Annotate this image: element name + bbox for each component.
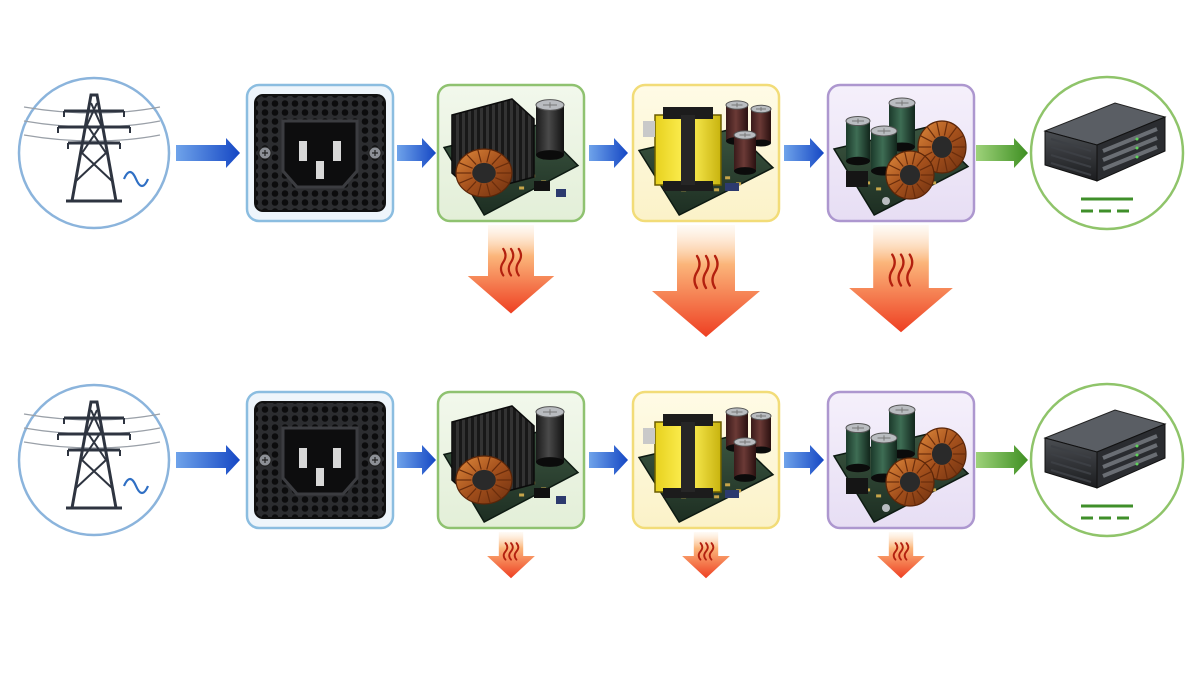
heat-loss-arrow: [652, 225, 760, 337]
heat-wave-icon: [888, 253, 914, 287]
dc-symbol: [1081, 504, 1133, 520]
iec-power-inlet-icon: [245, 390, 395, 530]
flow-arrow: [784, 445, 824, 475]
pcb-capacitor-choke-icon: [826, 83, 976, 223]
flow-arrow: [784, 138, 824, 168]
rack-server-icon: [1029, 75, 1185, 231]
conversion-row: [17, 75, 1185, 337]
heat-loss-arrow: [877, 532, 925, 579]
output-arrow: [976, 445, 1028, 475]
output-arrow: [976, 138, 1028, 168]
dc-symbol: [1081, 197, 1133, 213]
heat-wave-icon: [892, 542, 910, 561]
ac-sine-symbol: [122, 170, 150, 188]
heat-loss-arrow: [467, 225, 555, 314]
heat-wave-icon: [697, 542, 715, 561]
heat-wave-icon: [693, 254, 719, 290]
iec-power-inlet-icon: [245, 83, 395, 223]
heat-wave-icon: [502, 542, 520, 561]
heat-wave-icon: [499, 247, 523, 277]
pcb-capacitor-choke-icon: [826, 390, 976, 530]
heat-loss-arrow: [682, 532, 730, 579]
flow-arrow: [589, 445, 628, 475]
heat-loss-arrow: [487, 532, 535, 579]
rack-server-icon: [1029, 382, 1185, 538]
pcb-transformer-icon: [631, 83, 781, 223]
power-transmission-tower-icon: [17, 76, 171, 230]
flow-arrow: [589, 138, 628, 168]
power-transmission-tower-icon: [17, 383, 171, 537]
conversion-row: [17, 382, 1185, 579]
pcb-inductor-heatsink-icon: [436, 390, 586, 530]
flow-arrow: [397, 138, 436, 168]
ac-sine-symbol: [122, 477, 150, 495]
heat-loss-arrow: [849, 225, 953, 333]
pcb-inductor-heatsink-icon: [436, 83, 586, 223]
pcb-transformer-icon: [631, 390, 781, 530]
flow-arrow: [176, 445, 240, 475]
flow-arrow: [397, 445, 436, 475]
flow-arrow: [176, 138, 240, 168]
